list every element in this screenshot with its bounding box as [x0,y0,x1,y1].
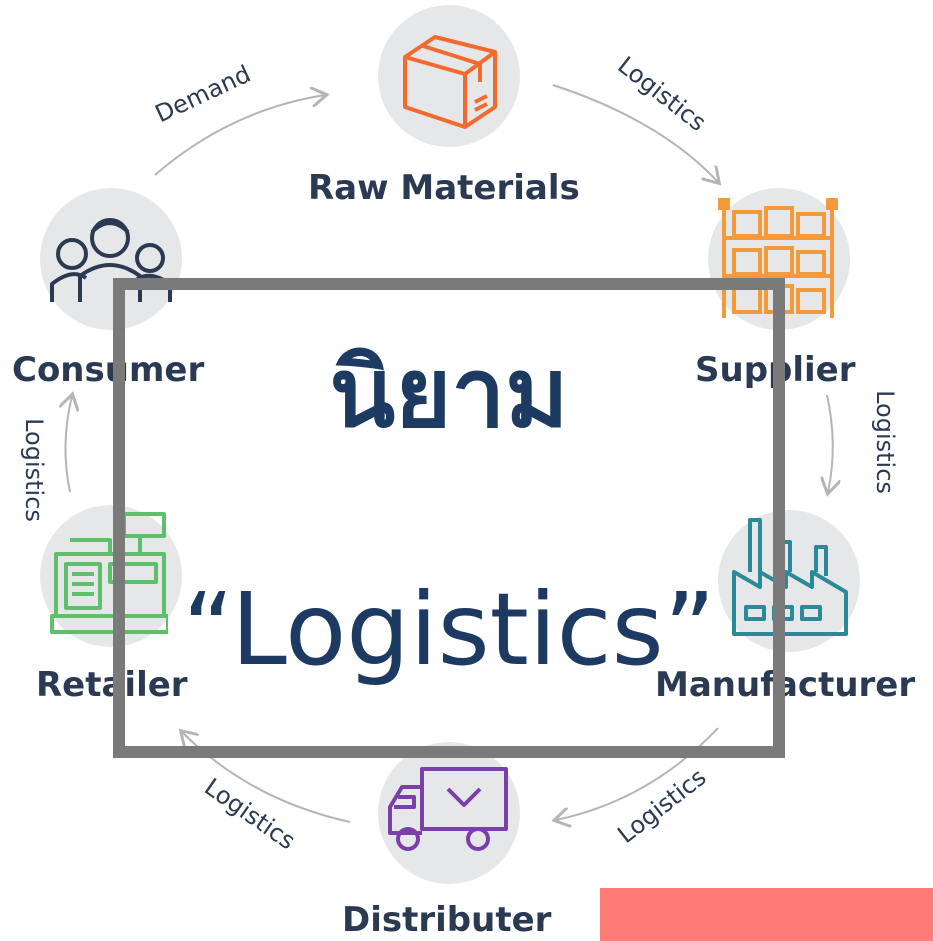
node-label-consumer: Consumer [12,350,205,390]
box-icon [403,35,497,129]
people-group-icon [50,218,172,302]
node-label-manufacturer: Manufacturer [655,665,916,705]
title-overlay-frame [113,278,785,758]
arrow-manufacturer-to-distributer [556,727,719,820]
manufacturer-circle [718,510,860,652]
edge-label-retailer-to-consumer: Logistics [19,418,48,522]
arrow-demand [154,95,325,176]
node-label-distributer: Distributer [342,900,552,940]
arrow-supplier-to-manufacturer [827,394,833,492]
node-label-retailer: Retailer [36,665,188,705]
distributer-circle [378,742,520,884]
accent-block [600,888,933,941]
node-label-raw-materials: Raw Materials [308,168,580,208]
overlay-title-thai: นิยาม [329,337,569,449]
arrow-raw-to-supplier [552,84,718,182]
delivery-truck-icon [388,767,508,851]
consumer-circle [40,188,182,330]
edge-label-supplier-to-manufacturer: Logistics [870,390,899,494]
cash-register-icon [50,512,168,634]
overlay-title-logistics: “Logistics” [182,571,716,688]
arrow-retailer-to-consumer [65,396,72,493]
